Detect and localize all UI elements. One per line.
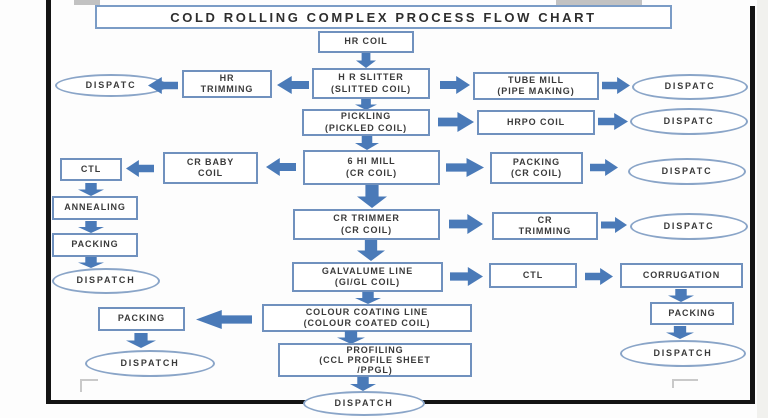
terminal-dispatch-corrugation: DISPATCH (620, 340, 746, 367)
arrow-right-icon (446, 158, 484, 177)
node-packing-cr-coil: PACKING (CR COIL) (490, 152, 583, 184)
arrow-down-icon (357, 185, 387, 208)
node-cr-baby-coil: CR BABY COIL (163, 152, 258, 184)
arrow-left-icon (126, 160, 154, 177)
page-right-border (750, 6, 755, 402)
node-corrugation: CORRUGATION (620, 263, 743, 288)
arrow-right-icon (598, 113, 628, 130)
arrow-right-icon (601, 217, 627, 233)
node-hr-slitter: H R SLITTER (SLITTED COIL) (312, 68, 430, 99)
node-hr-coil: HR COIL (318, 31, 414, 53)
arrow-down-icon (78, 221, 104, 233)
node-packing-annealing: PACKING (52, 233, 138, 257)
arrow-down-icon (126, 333, 156, 348)
margin-mark-bottom-left (80, 379, 98, 392)
node-galvalume-line: GALVALUME LINE (GI/GL COIL) (292, 262, 443, 292)
node-profiling: PROFILING (CCL PROFILE SHEET /PPGL) (278, 343, 472, 377)
node-ctl-galvalume: CTL (489, 263, 577, 288)
top-edge-mark-right (556, 0, 642, 5)
arrow-left-icon (196, 310, 252, 329)
arrow-right-icon (590, 159, 618, 176)
arrow-right-icon (585, 268, 613, 285)
node-packing-corrugation: PACKING (650, 302, 734, 325)
node-packing-ccl: PACKING (98, 307, 185, 331)
top-edge-mark-left (74, 0, 100, 5)
arrow-down-icon (78, 183, 104, 196)
arrow-left-icon (266, 158, 296, 176)
arrow-right-icon (440, 76, 470, 94)
arrow-left-icon (277, 76, 309, 94)
arrow-down-icon (355, 292, 381, 304)
node-pickling: PICKLING (PICKLED COIL) (302, 109, 430, 136)
terminal-dispatc-tube-mill: DISPATC (632, 74, 748, 100)
node-annealing: ANNEALING (52, 196, 138, 220)
node-ctl-top: CTL (60, 158, 122, 181)
node-colour-coating-line: COLOUR COATING LINE (COLOUR COATED COIL) (262, 304, 472, 332)
node-hrpo-coil: HRPO COIL (477, 110, 595, 135)
node-cr-trimming: CR TRIMMING (492, 212, 598, 240)
chart-title: COLD ROLLING COMPLEX PROCESS FLOW CHART (95, 5, 672, 29)
node-cr-trimmer: CR TRIMMER (CR COIL) (293, 209, 440, 240)
node-hr-trimming: HR TRIMMING (182, 70, 272, 98)
arrow-right-icon (602, 77, 630, 94)
terminal-dispatc-hrpo: DISPATC (630, 108, 748, 135)
arrow-down-icon (78, 257, 104, 268)
arrow-right-icon (449, 214, 483, 234)
terminal-dispatch-profiling: DISPATCH (303, 391, 425, 416)
node-tube-mill: TUBE MILL (PIPE MAKING) (473, 72, 599, 100)
terminal-dispatc-cr-trimming: DISPATC (630, 213, 748, 240)
arrow-down-icon (668, 289, 694, 302)
terminal-dispatc-packing-cr: DISPATC (628, 158, 746, 185)
page-left-border (46, 0, 51, 402)
arrow-down-icon (355, 99, 377, 110)
terminal-dispatch-annealing: DISPATCH (52, 268, 160, 294)
margin-mark-bottom-right (672, 379, 698, 388)
page-right-edge (757, 0, 768, 418)
arrow-down-icon (350, 377, 376, 391)
node-6-hi-mill: 6 HI MILL (CR COIL) (303, 150, 440, 185)
arrow-right-icon (450, 267, 483, 286)
arrow-right-icon (438, 112, 474, 132)
arrow-down-icon (356, 53, 376, 68)
arrow-down-icon (666, 326, 694, 339)
terminal-dispatch-ccl: DISPATCH (85, 350, 215, 377)
arrow-down-icon (357, 240, 385, 261)
arrow-down-icon (355, 136, 379, 150)
